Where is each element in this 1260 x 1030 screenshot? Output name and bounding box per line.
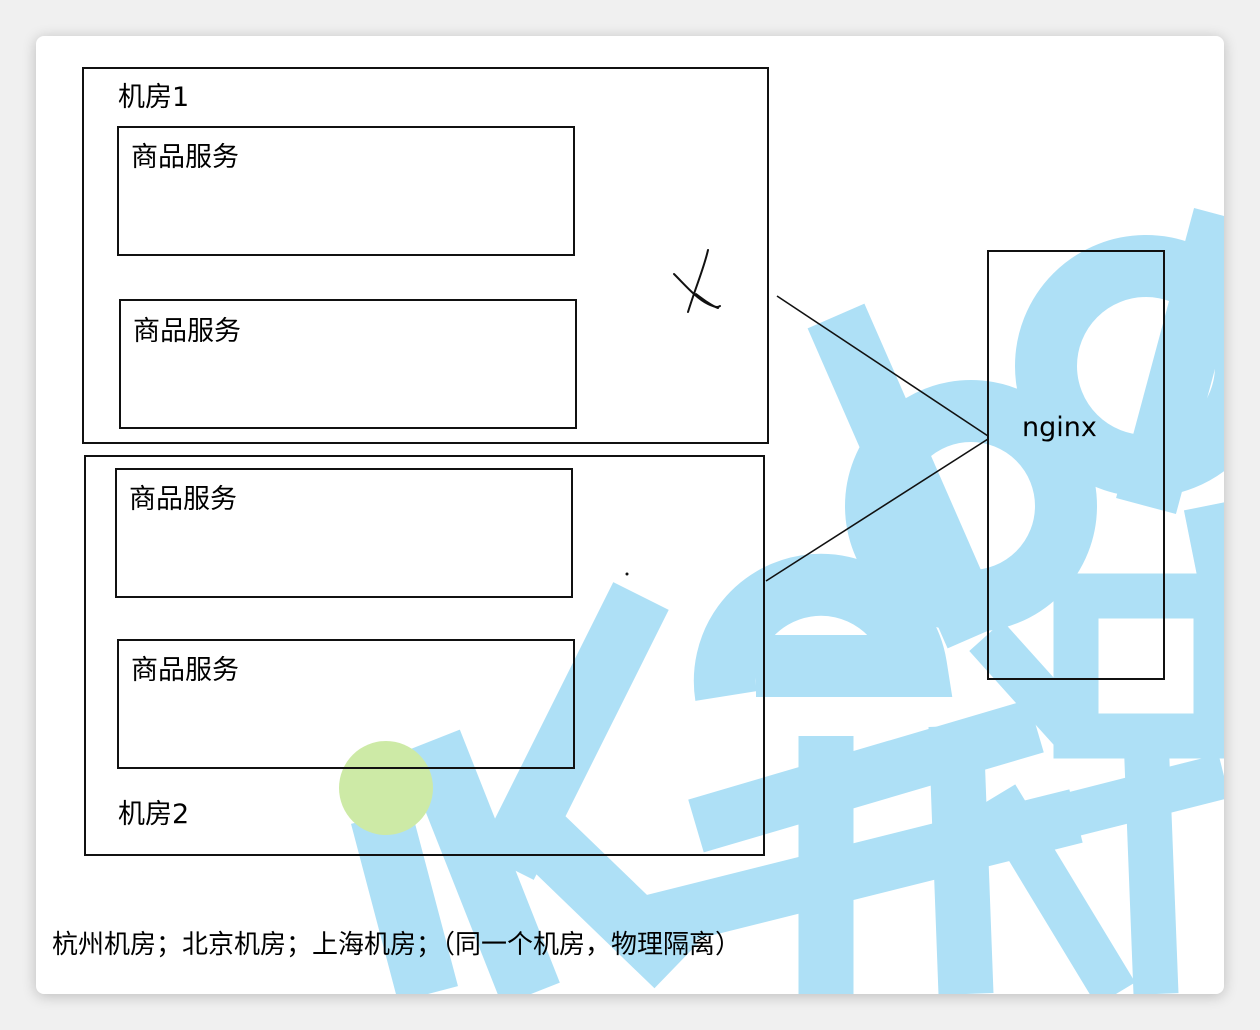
failed-link-mark xyxy=(673,249,721,313)
room-2-label: 机房2 xyxy=(118,799,189,830)
room-1: 机房1 商品服务 商品服务 xyxy=(82,67,769,444)
caption-text: 杭州机房；北京机房；上海机房；（同一个机房，物理隔离） xyxy=(52,930,742,960)
room-2-service-2: 商品服务 xyxy=(117,639,575,769)
stray-dot xyxy=(625,572,629,576)
service-label: 商品服务 xyxy=(129,484,237,515)
service-label: 商品服务 xyxy=(133,316,241,347)
nginx-label: nginx xyxy=(1022,412,1097,443)
room-1-service-2: 商品服务 xyxy=(119,299,577,429)
room-2: 商品服务 商品服务 机房2 xyxy=(84,455,765,856)
room-2-service-1: 商品服务 xyxy=(115,468,573,598)
screenshot-card: 机房1 商品服务 商品服务 商品服务 商品服务 机房2 xyxy=(36,36,1224,994)
architecture-diagram: 机房1 商品服务 商品服务 商品服务 商品服务 机房2 xyxy=(82,67,1224,994)
room-1-service-1: 商品服务 xyxy=(117,126,575,256)
room-1-label: 机房1 xyxy=(118,82,189,113)
kaikeba-watermark xyxy=(339,207,1224,994)
nginx-node: nginx xyxy=(987,250,1165,680)
service-label: 商品服务 xyxy=(131,655,239,686)
connector-room-2 xyxy=(765,438,989,582)
service-label: 商品服务 xyxy=(131,142,239,173)
connector-room-1 xyxy=(776,295,989,437)
